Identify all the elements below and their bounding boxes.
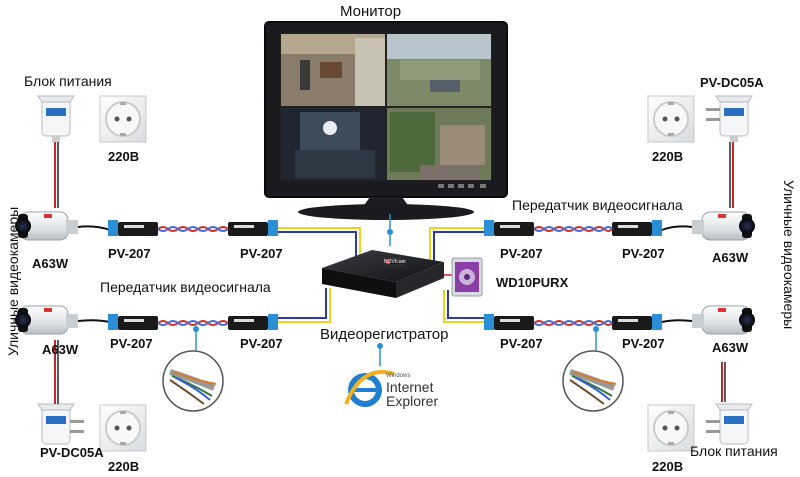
adapter-model-label-bottom: PV-DC05A	[40, 445, 104, 460]
street-cameras-label-left: Уличные видеокамеры	[5, 206, 21, 356]
ie-explorer-text: Explorer	[386, 393, 439, 409]
voltage-label-bottom-right: 220В	[652, 459, 684, 474]
power-wires	[54, 142, 734, 404]
coax-cables	[77, 225, 693, 323]
power-adapter-bottom-right	[706, 403, 753, 445]
transmitter-model-5: PV-207	[110, 336, 153, 351]
dvr-badge: NOVIcam	[384, 259, 406, 265]
monitor	[264, 21, 508, 220]
dvr-label: Видеорегистратор	[320, 326, 449, 343]
camera-top-left	[15, 211, 78, 241]
twisted-pair-cables	[157, 226, 613, 326]
internet-explorer-icon	[344, 343, 395, 407]
transmitter-model-3: PV-207	[500, 246, 543, 261]
voltage-label-top-right: 220В	[652, 149, 684, 164]
transmitter-label-left: Передатчик видеосигнала	[100, 279, 271, 295]
socket-top-left	[99, 95, 147, 143]
camera-model-bottom-right: A63W	[712, 340, 749, 355]
transmitter-model-4: PV-207	[622, 246, 665, 261]
cable-detail-right	[562, 326, 624, 412]
transmitters	[108, 220, 662, 330]
hdd	[451, 257, 483, 297]
ie-internet-text: Internet	[386, 379, 434, 395]
socket-bottom-left	[99, 404, 147, 452]
street-cameras-label-right: Уличные видеокамеры	[781, 180, 797, 330]
voltage-label-top-left: 220В	[108, 149, 140, 164]
camera-bottom-left	[15, 305, 78, 335]
socket-bottom-right	[647, 404, 695, 452]
transmitter-model-2: PV-207	[240, 246, 283, 261]
transmitter-model-6: PV-207	[240, 336, 283, 351]
transmitter-label-right: Передатчик видеосигнала	[512, 197, 683, 213]
camera-bottom-right	[692, 305, 755, 335]
power-adapter-top-left	[37, 95, 75, 142]
power-supply-label-bottom: Блок питания	[690, 443, 778, 459]
signal-lines	[278, 214, 484, 323]
transmitter-model-1: PV-207	[108, 246, 151, 261]
monitor-label: Монитор	[340, 3, 402, 20]
power-adapter-bottom-left	[37, 403, 84, 445]
adapter-model-label-top: PV-DC05A	[700, 75, 764, 90]
hdd-model-label: WD10PURX	[496, 275, 569, 290]
camera-model-top-left: A63W	[32, 256, 69, 271]
transmitter-model-7: PV-207	[500, 336, 543, 351]
power-supply-label-top: Блок питания	[24, 73, 112, 89]
voltage-label-bottom-left: 220В	[108, 459, 140, 474]
camera-model-top-right: A63W	[712, 250, 749, 265]
ie-windows-text: Windows	[386, 373, 411, 379]
transmitter-model-8: PV-207	[622, 336, 665, 351]
socket-top-right	[647, 95, 695, 143]
camera-top-right	[692, 211, 755, 241]
camera-model-bottom-left: A63W	[42, 342, 79, 357]
power-adapter-top-right	[706, 95, 753, 142]
dvr-device	[322, 250, 444, 298]
cable-detail-left	[162, 326, 224, 412]
